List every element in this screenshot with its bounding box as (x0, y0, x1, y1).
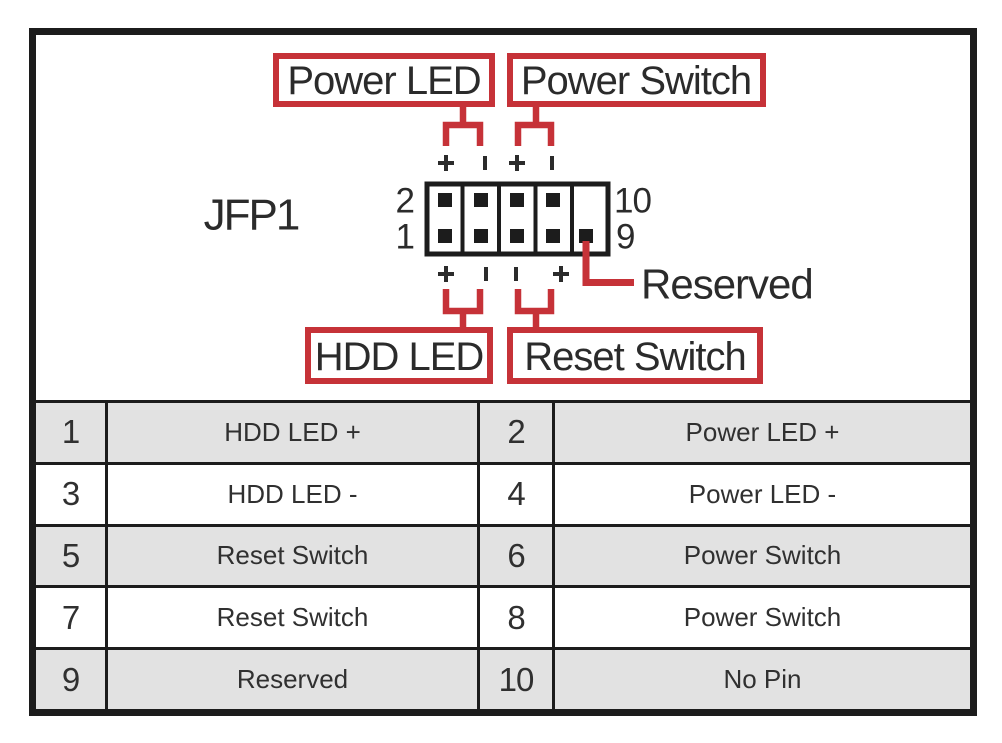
pin-square-1 (438, 229, 452, 243)
plus-icon (553, 266, 569, 282)
pin-number-cell: 9 (36, 650, 105, 709)
pin-signal-cell: Reset Switch (108, 588, 477, 648)
hdd-led-bracket (442, 289, 484, 331)
pin-signal-cell: HDD LED - (108, 464, 477, 524)
pinout-table: 1 HDD LED + 2 Power LED + 3 HDD LED - 4 … (36, 400, 970, 709)
pin-number-cell: 1 (36, 403, 105, 462)
pin-signal-cell: Power LED + (555, 403, 970, 462)
pin-row-number-bottom-left: 1 (396, 218, 414, 257)
pin-square-4 (474, 193, 488, 207)
pin-square-5 (510, 229, 524, 243)
pin-number-cell: 4 (480, 464, 552, 524)
hdd-led-callout-label: HDD LED (315, 335, 484, 379)
reset-switch-bracket (514, 289, 555, 331)
pin-square-2 (438, 193, 452, 207)
pin-signal-cell: Power Switch (555, 526, 970, 586)
pin-number-cell: 5 (36, 526, 105, 586)
plus-icon (509, 155, 525, 171)
pin-signal-cell: Reset Switch (108, 526, 477, 586)
pin-number-cell: 3 (36, 464, 105, 524)
reset-switch-callout-box (507, 327, 763, 384)
reset-switch-callout-label: Reset Switch (524, 335, 745, 379)
power-switch-callout-box (507, 53, 766, 107)
pin-header-cell-dividers (460, 182, 574, 256)
power-led-callout-label: Power LED (287, 59, 480, 103)
pin-square-3 (474, 229, 488, 243)
pin-number-cell: 2 (480, 403, 552, 462)
pin-signal-cell: Power LED - (555, 464, 970, 524)
jfp1-connector-diagram: JFP1 Power LED Power Switch HDD LED Rese… (204, 53, 814, 384)
figure-frame (29, 28, 977, 716)
pin-row-number-top-left: 2 (396, 182, 414, 221)
pin-number-cell: 6 (480, 526, 552, 586)
pin-signal-cell: Reserved (108, 650, 477, 709)
pin-number-cell: 10 (480, 650, 552, 709)
pin-number-cell: 7 (36, 588, 105, 648)
pin-square-9-reserved (579, 229, 593, 243)
plus-icon (438, 266, 454, 282)
power-led-callout-box (273, 53, 495, 107)
pin-row-number-top-right: 10 (614, 182, 651, 221)
power-switch-callout-label: Power Switch (521, 59, 751, 103)
pin-number-cell: 8 (480, 588, 552, 648)
pin-signal-cell: No Pin (555, 650, 970, 709)
pin-signal-cell: HDD LED + (108, 403, 477, 462)
reserved-label: Reserved (641, 261, 813, 308)
hdd-led-callout-box (305, 327, 493, 384)
pin-square-6 (510, 193, 524, 207)
pinout-table-grid: 1 HDD LED + 2 Power LED + 3 HDD LED - 4 … (36, 403, 970, 709)
pin-signal-cell: Power Switch (555, 588, 970, 648)
power-switch-bracket (514, 104, 555, 146)
pin-row-number-bottom-right: 9 (616, 218, 634, 257)
connector-name-label: JFP1 (204, 191, 299, 240)
pin-square-8 (546, 193, 560, 207)
pin-square-7 (546, 229, 560, 243)
power-led-bracket (442, 104, 484, 146)
plus-icon (438, 155, 454, 171)
reserved-pointer-line (582, 241, 634, 286)
